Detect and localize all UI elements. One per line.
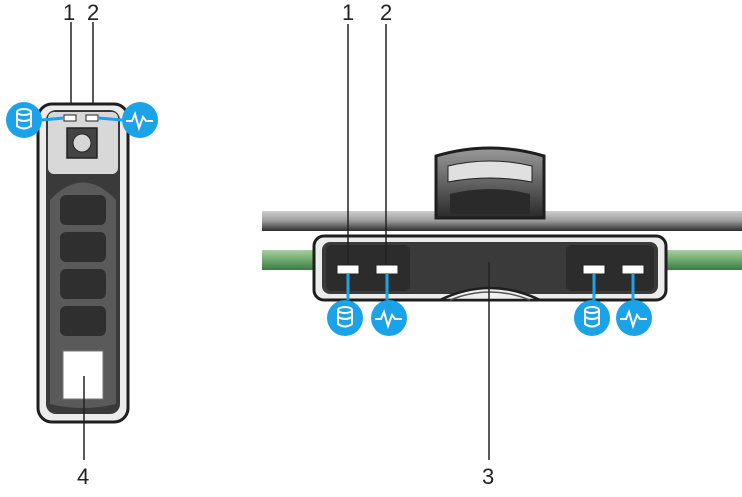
left-drive-carrier	[6, 22, 158, 460]
right-status-led-1	[375, 264, 399, 275]
callout-3-right: 3	[482, 464, 495, 489]
drive-status-icon	[616, 274, 652, 336]
drive-status-icon	[371, 274, 407, 336]
callout-2-left: 2	[87, 0, 100, 25]
right-drive-carrier	[262, 24, 742, 460]
drive-activity-icon	[6, 102, 65, 138]
callout-4-left: 4	[77, 464, 90, 489]
left-status-led	[85, 114, 99, 122]
drive-label	[62, 350, 104, 400]
right-activity-led-2	[582, 264, 606, 275]
drive-status-icon	[97, 102, 158, 138]
right-status-led-2	[621, 264, 645, 275]
right-green-rail	[660, 250, 742, 270]
right-activity-led-1	[336, 264, 360, 275]
left-green-rail	[262, 250, 320, 270]
callout-1-left: 1	[63, 0, 76, 25]
left-activity-led	[63, 114, 77, 122]
callout-1-right: 1	[342, 0, 355, 25]
drive-activity-icon	[327, 274, 363, 336]
drive-activity-icon	[574, 274, 610, 336]
top-rail	[262, 211, 742, 231]
callout-2-right: 2	[380, 0, 393, 25]
